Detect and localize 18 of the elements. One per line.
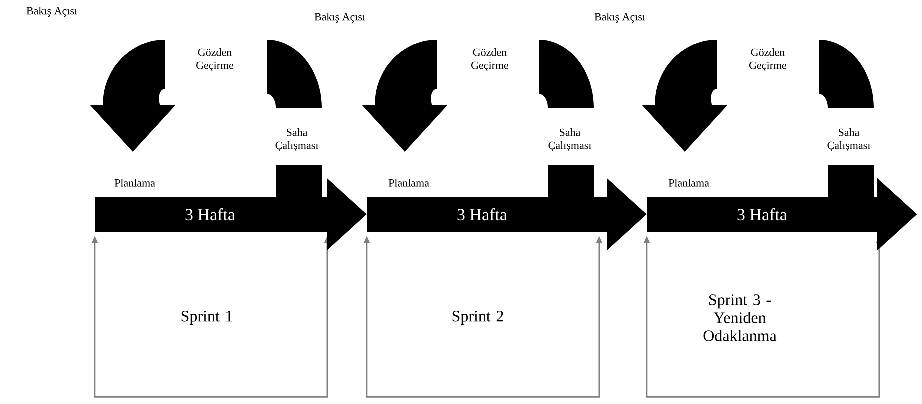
node-label: 3 Hafta (738, 208, 788, 221)
review-label: Gözden Geçirme (472, 48, 509, 72)
review-label: Gözden Geçirme (196, 48, 234, 72)
view-label: Bakış Açısı (594, 13, 646, 23)
planning-label: Planlama (668, 179, 710, 187)
view-label: Bakış Açısı (314, 13, 366, 23)
node-label: 3 Hafta (458, 208, 508, 221)
fieldwork-label: Saha Çalışması (548, 128, 592, 152)
sprint-label: Sprint 2 (452, 311, 504, 325)
node-label: 3 Hafta (186, 208, 236, 221)
sprint-label: Sprint 1 (182, 311, 232, 325)
planning-label: Planlama (388, 179, 430, 187)
planning-label: Planlama (114, 179, 156, 187)
review-label: Gözden Geçirme (750, 48, 787, 72)
fieldwork-label: Saha Çalışması (276, 128, 318, 152)
fieldwork-label: Saha Çalışması (828, 128, 870, 152)
sprint-label: Sprint 3 - Yeniden Odaklanma (704, 294, 777, 342)
view-label: Bakış Açısı (26, 7, 78, 17)
